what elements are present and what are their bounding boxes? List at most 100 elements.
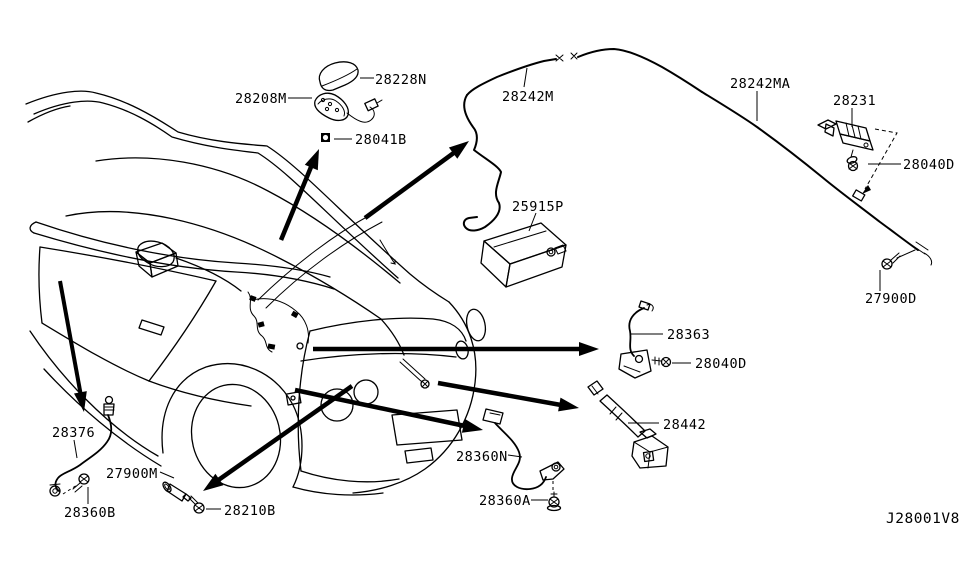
part-label-28360b[interactable]: 28360B (64, 505, 116, 521)
harness-wire-2 (251, 298, 309, 344)
parcel-shelf-line (175, 257, 242, 292)
roof-line-outer (25, 90, 450, 303)
part-label-27900m[interactable]: 27900M (106, 466, 158, 482)
part-label-28360a[interactable]: 28360A (479, 493, 531, 509)
part-28040d-bolt-mid (651, 356, 672, 368)
side-window-front (38, 246, 43, 324)
part-28363-rod-antenna (618, 300, 654, 379)
arrow-to-feeder-cable (363, 150, 457, 220)
part-label-28228n[interactable]: 28228N (375, 72, 427, 88)
harness-connector-1 (249, 295, 257, 302)
arrow-to-rod-antenna-head (579, 342, 599, 356)
windshield-edge (27, 105, 71, 123)
arrow-to-feeder-cable-head (448, 141, 469, 159)
part-28376-earth-cable (49, 395, 115, 497)
arrow-to-earth-cable (294, 387, 466, 429)
decklid-screw-shaft (399, 358, 426, 383)
wheel-opening (190, 383, 282, 489)
door-mirror (137, 240, 175, 268)
amp-mount-dashed-leaders (862, 128, 898, 194)
panel-bracket-hole (290, 395, 296, 401)
part-label-27900d[interactable]: 27900D (865, 291, 917, 307)
pillar-feeder-tail (379, 239, 397, 265)
part-label-28040d-top[interactable]: 28040D (903, 157, 955, 173)
rear-glass-bottom (65, 211, 382, 320)
license-recess (391, 409, 463, 446)
pillar-feeder-wire-2 (265, 221, 383, 309)
bumper-line-2 (292, 486, 384, 496)
car-body-outline (25, 90, 487, 496)
part-number-callouts: 28228N 28208M 28041B 28242M 28242MA 2823… (52, 72, 955, 521)
side-window-rear (148, 280, 217, 382)
part-28360n-earth-cable (482, 408, 565, 492)
roof-line-inner (33, 100, 399, 279)
arrow-to-earth-cable-head (461, 418, 483, 433)
wing-endplate (29, 221, 37, 234)
part-28442-rear-camera (587, 380, 669, 469)
leader-lines (73, 67, 901, 510)
part-label-28442[interactable]: 28442 (663, 417, 706, 433)
body-side-line (29, 330, 159, 457)
part-28041b-grommet (321, 133, 330, 142)
arrow-to-camera (437, 380, 562, 408)
arrow-to-cable-28376-head (74, 391, 87, 412)
part-label-28041b[interactable]: 28041B (355, 132, 407, 148)
part-label-25915p[interactable]: 25915P (512, 199, 564, 215)
pillar-feeder-wire-1 (257, 213, 373, 301)
part-label-28242m[interactable]: 28242M (502, 89, 554, 105)
part-28040d-bolt-top (846, 149, 859, 172)
arrow-to-camera-head (558, 397, 579, 412)
tail-lamp-right (353, 379, 379, 405)
decklid-screw-cross (421, 380, 429, 388)
part-label-28376[interactable]: 28376 (52, 425, 95, 441)
tail-panel-top (309, 317, 467, 342)
shelf-box-side (149, 252, 179, 278)
part-28208m-antenna-base (314, 92, 383, 123)
part-label-28242ma[interactable]: 28242MA (730, 76, 790, 92)
side-window-bottom (41, 322, 150, 382)
arrow-to-roof-antenna (278, 166, 314, 241)
part-label-28363[interactable]: 28363 (667, 327, 710, 343)
part-label-28208m[interactable]: 28208M (235, 91, 287, 107)
side-window-top (39, 246, 217, 282)
rear-wing-bottom (33, 232, 335, 290)
diagram-code: J28001V8 (886, 511, 960, 527)
arrow-to-cable-28376 (58, 280, 83, 397)
rocker-line (43, 368, 162, 467)
harness-grommet (296, 342, 304, 350)
part-28360a-bolt (546, 491, 562, 512)
part-28210b-screw (188, 495, 205, 514)
pointer-arrows (58, 141, 599, 491)
rear-glass-top (95, 157, 401, 284)
part-label-28360n[interactable]: 28360N (456, 449, 508, 465)
decklid-screw-head (420, 379, 430, 389)
part-27900m-clip (162, 481, 192, 502)
part-28242ma-feeder-cable-rear (701, 91, 933, 266)
quarter-panel-line (148, 380, 252, 407)
part-28231-antenna-amp (817, 119, 874, 151)
door-handle (138, 319, 165, 336)
part-label-28040d-mid[interactable]: 28040D (695, 356, 747, 372)
bumper-line-1 (300, 470, 400, 483)
tail-lamp-far-1 (465, 308, 487, 342)
decklid-crease (300, 352, 457, 362)
exhaust-finisher (404, 447, 434, 464)
panel-bracket (285, 391, 302, 406)
arrow-to-roof-antenna-head (304, 149, 319, 171)
harness-connector-3 (267, 343, 276, 350)
part-28242m-feeder-cable-front (462, 48, 703, 232)
harness-connector-4 (290, 310, 299, 319)
harness-connector-2 (257, 321, 265, 328)
rear-wing-top (35, 221, 331, 278)
tail-lamp-left (320, 388, 354, 422)
part-28360b-screw (72, 473, 90, 493)
wheel-arch (161, 363, 303, 488)
part-27900d-screw (881, 249, 916, 270)
harness-wire-1 (247, 291, 273, 353)
tail-panel-left (297, 330, 311, 472)
arrow-to-bolt-28210b-head (203, 473, 224, 491)
part-label-28231[interactable]: 28231 (833, 93, 876, 109)
part-label-28210b[interactable]: 28210B (224, 503, 276, 519)
